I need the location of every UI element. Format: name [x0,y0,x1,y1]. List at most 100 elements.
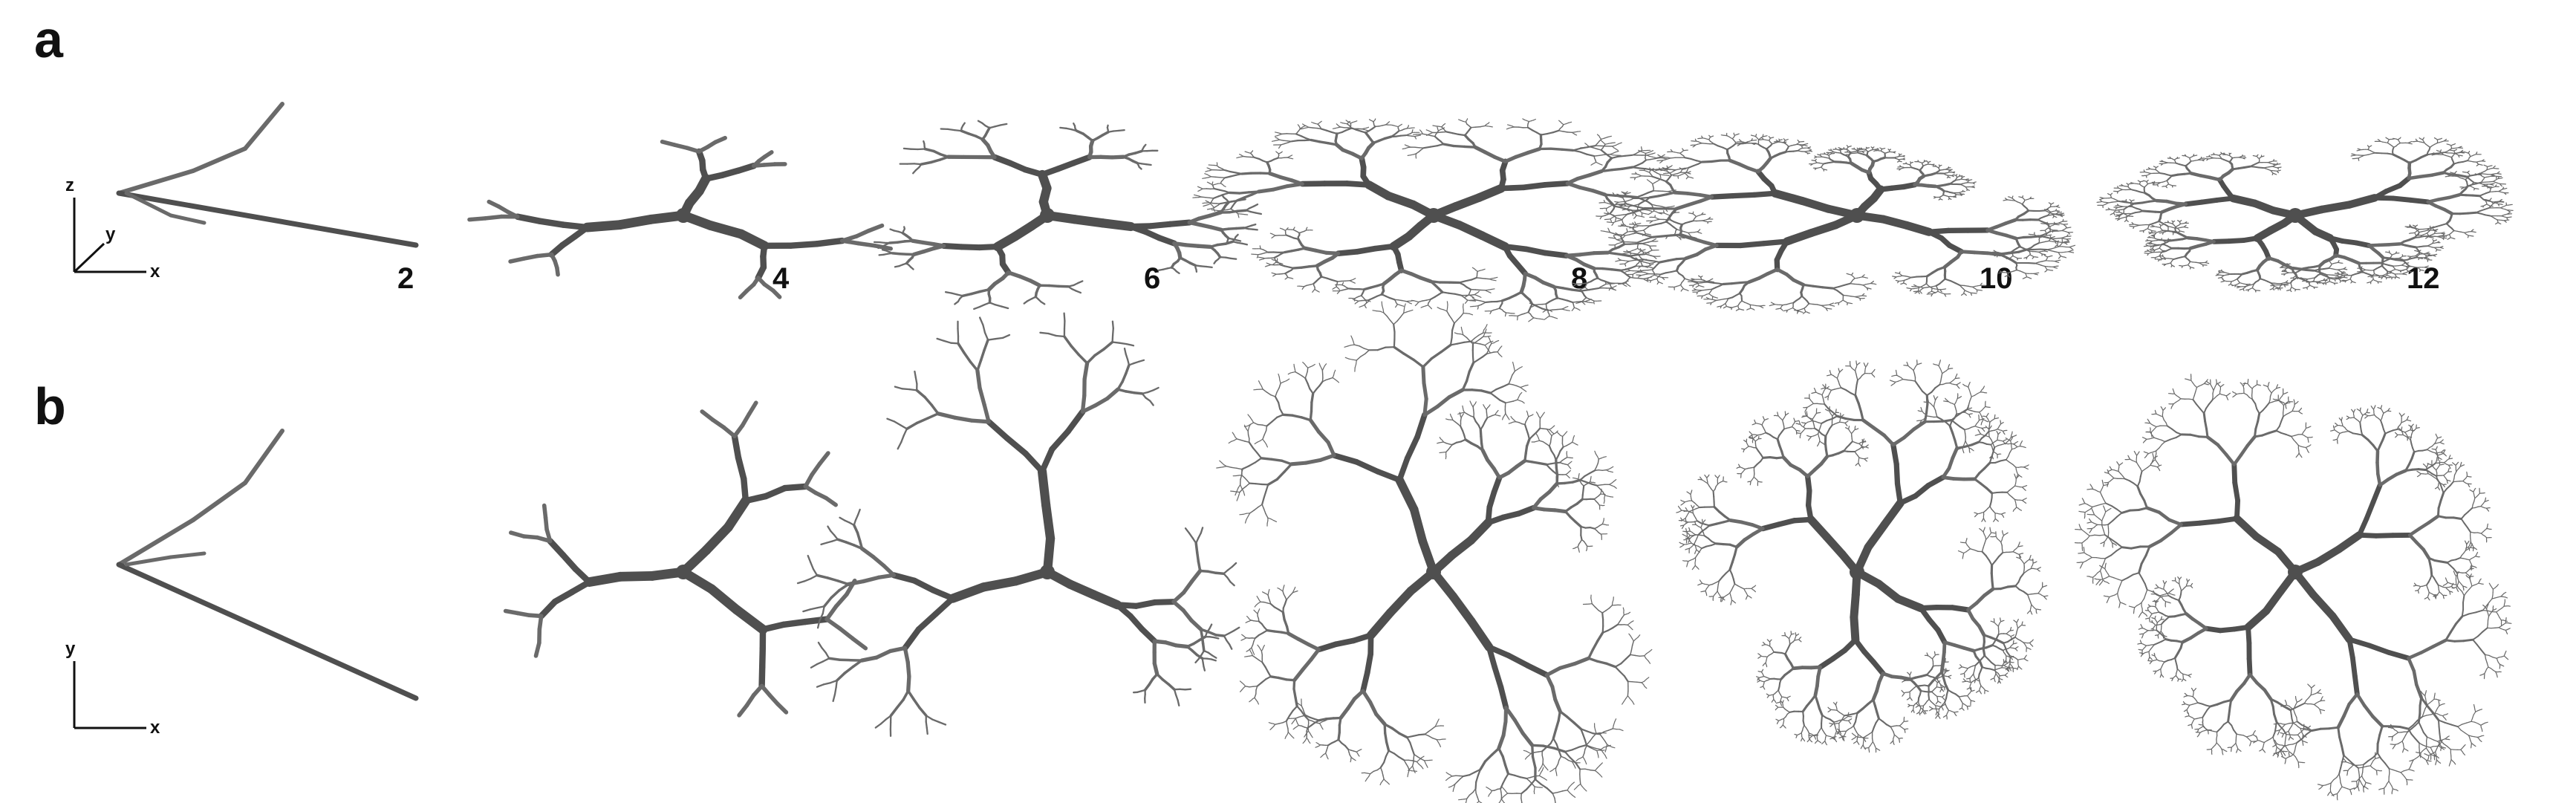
vessel-segment [1940,290,1942,293]
vessel-segment [1473,145,1487,155]
vessel-segment [1625,268,1628,270]
vessel-segment [1542,180,1571,188]
vessel-segment [2043,254,2046,256]
vessel-segment [1404,144,1408,146]
vessel-segment [1021,166,1046,178]
vessel-segment [1278,175,1294,183]
vessel-segment [1685,178,1688,180]
vessel-segment [1665,158,1669,160]
vessel-segment [1686,199,1702,207]
vessel-segment [1701,282,1706,284]
vessel-segment [1809,146,1812,148]
vessel-segment [1209,225,1223,232]
vessel-segment [2017,248,2028,253]
vessel-segment [1287,140,1292,143]
vessel-segment [1963,285,1969,287]
vessel-segment [735,162,758,174]
vessel-segment [1676,172,1681,175]
vessel-segment [1223,175,1232,179]
vessel-segment [1617,155,1627,157]
vessel-segment [986,282,997,292]
vessel-segment [2054,251,2060,253]
vessel-segment [1944,278,1952,282]
vessel-segment [1622,213,1628,215]
vessel-segment [1702,143,1707,144]
vessel-segment [1243,193,1253,199]
vessel-segment [1897,282,1899,284]
vessel-segment [1626,203,1634,207]
tree-render-gen10-side [1598,59,2076,357]
vessel-segment [1604,202,1609,204]
vessel-segment [535,252,554,259]
vessel-segment [1660,272,1667,276]
vessel-segment [1326,277,1333,281]
vessel-segment [1893,277,1896,279]
vessel-segment [1544,318,1546,320]
vessel-segment [920,160,933,166]
vessel-segment [1070,154,1093,166]
vessel-segment [1266,262,1269,264]
vessel-segment [1598,138,1602,143]
vessel-segment [956,293,964,297]
vessel-segment [1933,288,1938,290]
vessel-segment [1568,121,1572,123]
vessel-segment [1336,131,1343,135]
vessel-segment [1670,157,1676,159]
vessel-segment [1477,290,1480,293]
vessel-segment [2061,251,2066,253]
vessel-segment [1665,207,1669,208]
vessel-segment [1382,124,1387,126]
vessel-segment [1639,247,1642,250]
vessel-segment [1708,192,1736,200]
vessel-segment [1639,270,1645,272]
vessel-segment [1617,283,1622,285]
vessel-segment [1746,308,1749,311]
vessel-segment [763,150,774,159]
vessel-segment [1492,155,1508,163]
vessel-segment [1308,126,1314,129]
vessel-segment [521,253,539,261]
vessel-segment [1299,181,1328,187]
vessel-segment [1240,172,1252,175]
vessel-segment [2063,256,2067,259]
vessel-segment [1626,274,1631,279]
vessel-segment [2046,230,2052,235]
vessel-segment [1613,235,1615,238]
vessel-segment [1656,282,1659,285]
vessel-segment [1522,118,1525,120]
vessel-segment [1463,145,1477,149]
vessel-segment [1304,137,1313,141]
vessel-segment [1204,173,1208,175]
vessel-segment [1345,120,1348,122]
vessel-segment [1697,282,1702,284]
vessel-segment [1949,280,1957,285]
vessel-segment [1926,160,1928,163]
vessel-segment [967,132,978,138]
tree-render-gen12-side [2087,59,2514,357]
vessel-segment [487,199,501,209]
vessel-segment [1628,192,1631,194]
vessel-segment [1546,131,1555,135]
vessel-segment [1236,209,1248,212]
vessel-segment [1194,264,1202,267]
vessel-segment [1647,235,1654,238]
vessel-segment [1138,166,1142,170]
vessel-segment [1616,195,1619,197]
vessel-segment [2068,233,2071,235]
vessel-segment [1616,234,1622,237]
vessel-segment [1638,267,1640,269]
vessel-segment [1624,285,1627,287]
vessel-segment [2038,209,2046,212]
vessel-segment [1985,251,2003,257]
vessel-segment [1272,184,1289,192]
vessel-segment [1073,122,1076,127]
vessel-segment [1479,300,1484,302]
vessel-segment [1695,160,1703,163]
vessel-segment [1702,212,1704,214]
vessel-segment [1419,129,1422,132]
vessel-segment [1771,189,1806,205]
vessel-segment [1781,309,1783,311]
vessel-segment [1236,157,1240,159]
vessel-segment [2058,230,2063,232]
vessel-segment [1838,149,1840,151]
